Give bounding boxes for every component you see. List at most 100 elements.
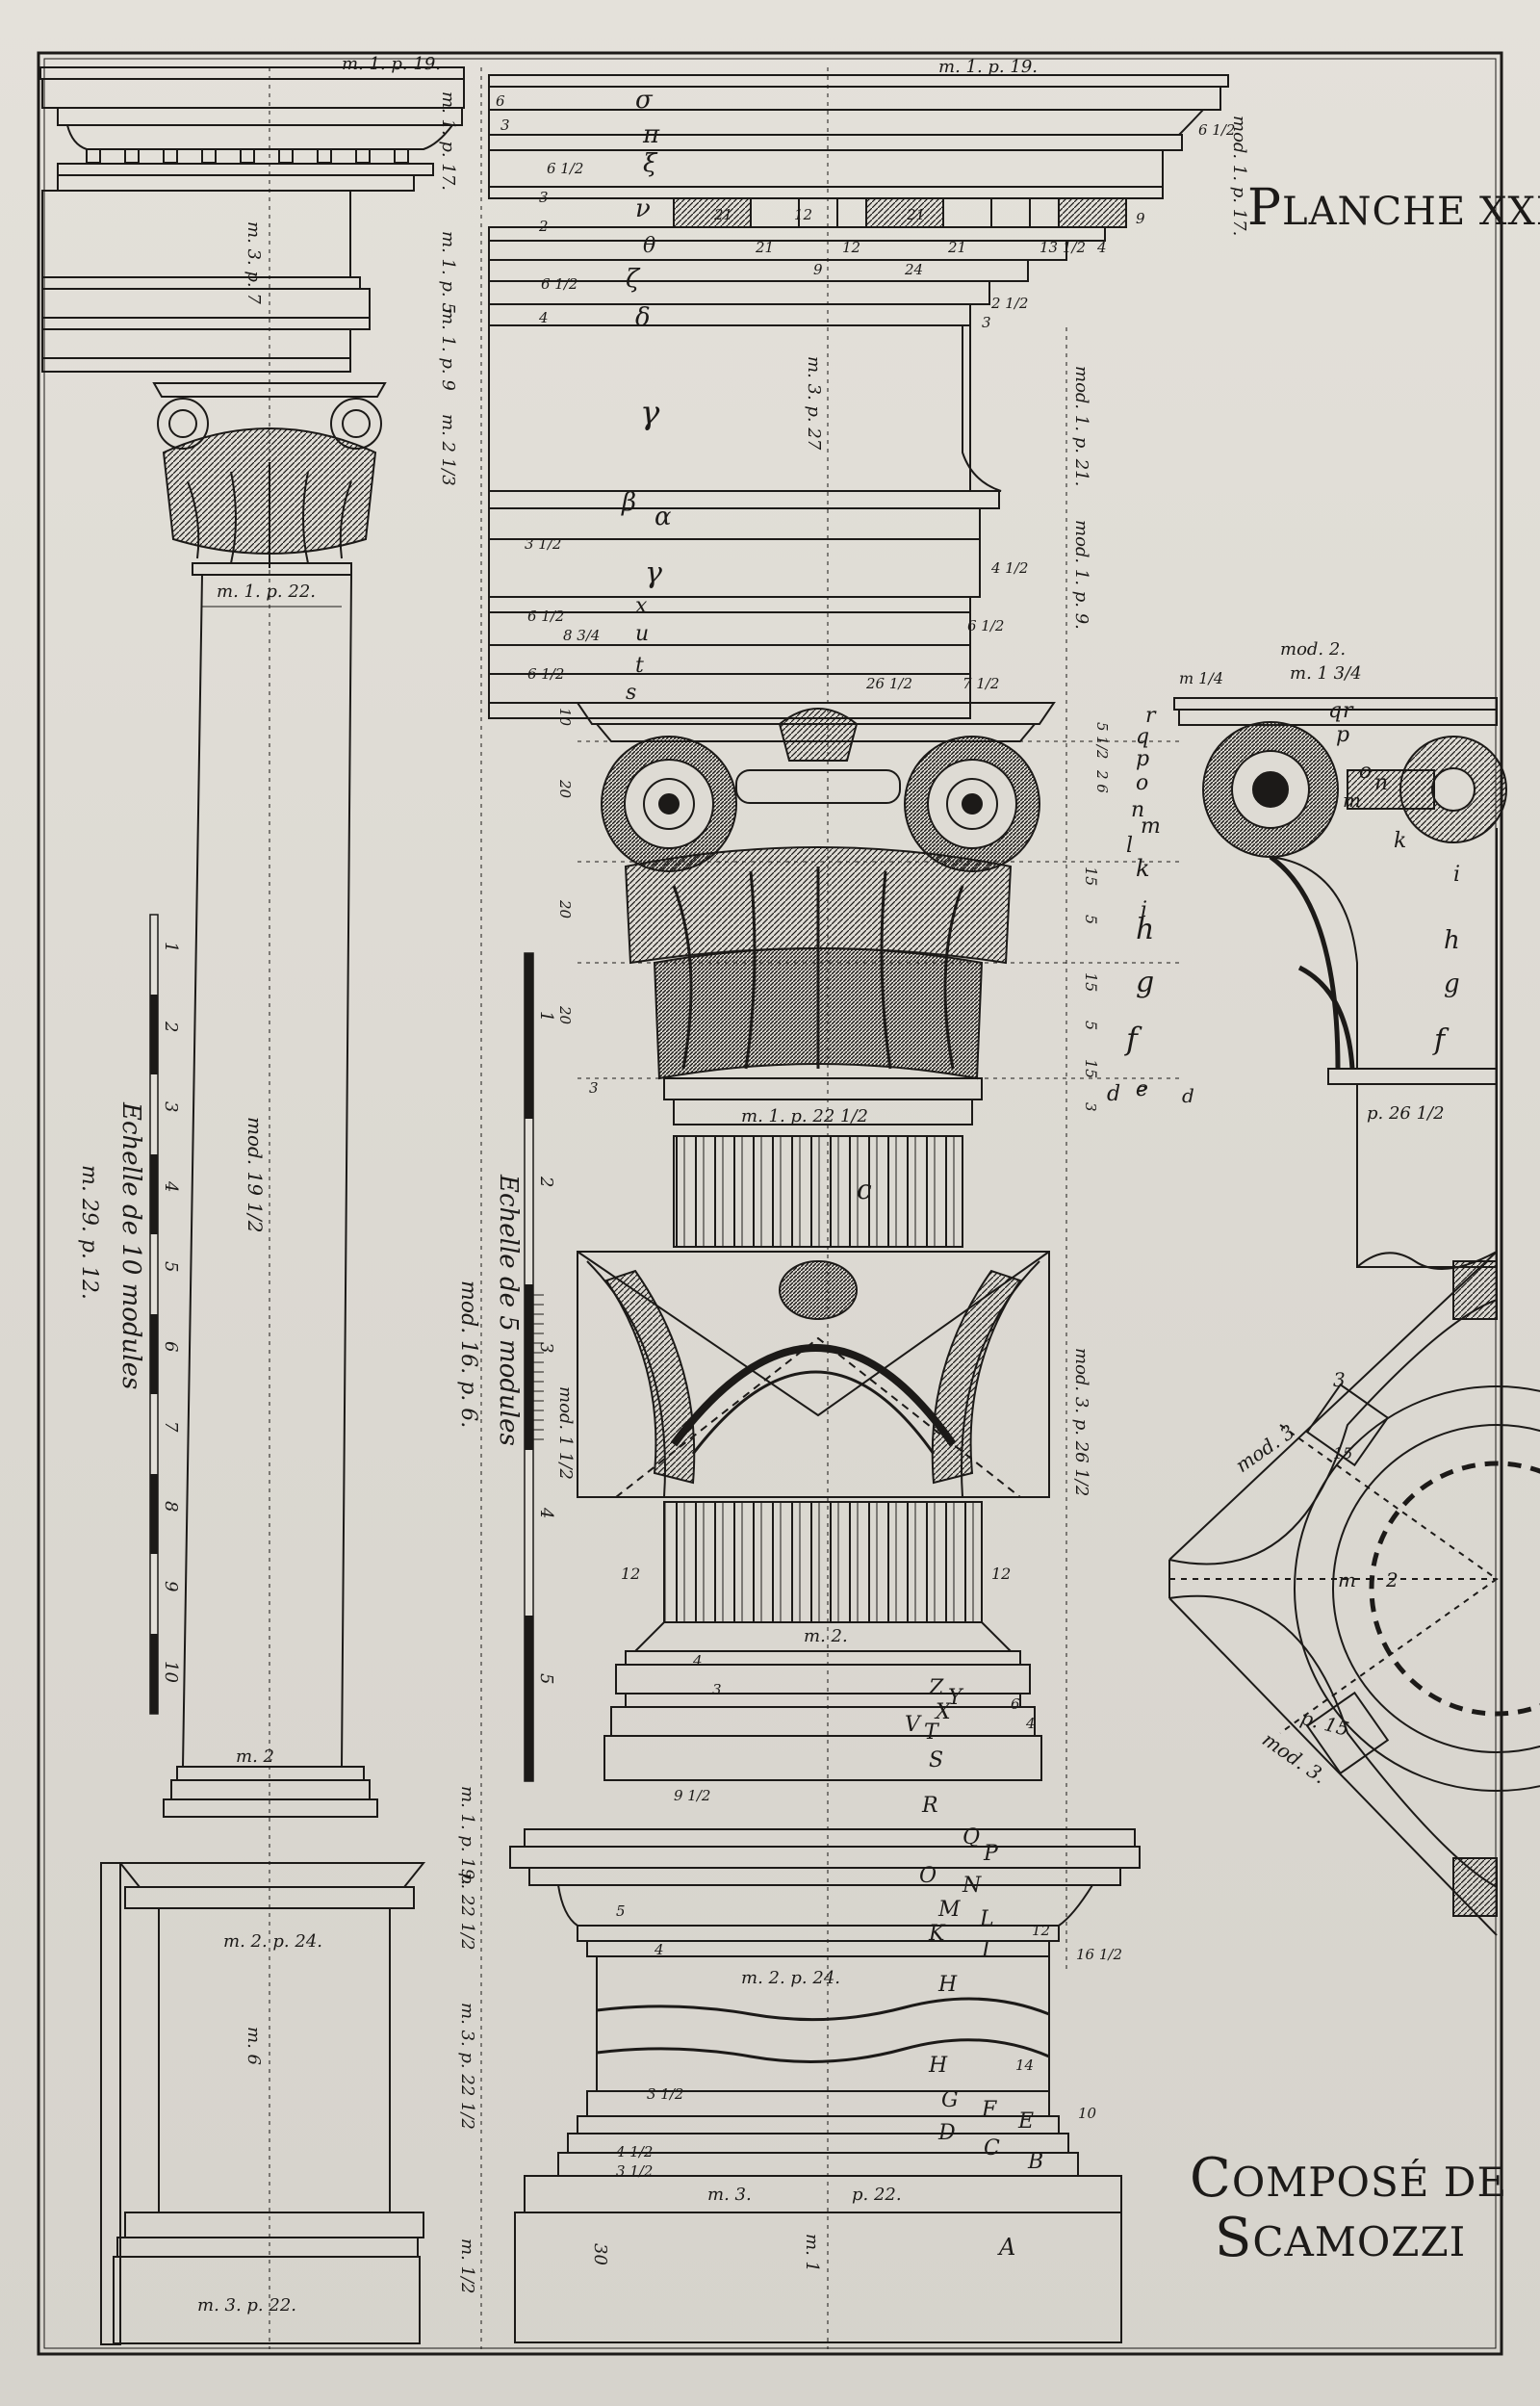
base-letter: H	[928, 2054, 948, 2078]
left-column-elevation	[39, 66, 465, 2345]
dim-label: m. 2. p. 24.	[223, 1931, 322, 1952]
dentil-measure: 21	[755, 239, 774, 256]
measure-left: 8 3/4	[563, 627, 600, 644]
dim-label: m. 1. p. 19.	[938, 57, 1038, 77]
measure-right: 5 1/2	[1093, 722, 1111, 759]
dim-label: m. 3. p. 22.	[197, 2295, 296, 2315]
measure-right: 2 1/2	[990, 295, 1028, 312]
dim-label: mod. 1. p. 9.	[1071, 520, 1091, 630]
base-letter: K	[928, 1922, 946, 1946]
plan-label: mod. 3.	[1258, 1727, 1331, 1788]
capital-letter: m	[1141, 815, 1161, 839]
base-letter: E	[1017, 2109, 1034, 2134]
base-letter: O	[919, 1864, 937, 1888]
left-scale-tick: 2	[161, 1021, 181, 1032]
measure-right: 2 6	[1093, 769, 1111, 793]
center-scale-title: Echelle de 5 modules	[494, 1174, 523, 1446]
astragal-flutes	[673, 1135, 963, 1248]
left-scale-caption: m. 29. p. 12.	[77, 1165, 101, 1300]
guide-lines	[269, 67, 1184, 2349]
plate-title: PLANCHE XXIV	[1247, 179, 1540, 237]
measure-right: 26 1/2	[865, 675, 912, 692]
architrave-letter: t	[635, 654, 644, 678]
left-scale-tick: 9	[161, 1581, 181, 1591]
architrave-letter: u	[635, 622, 649, 646]
dentil-measure: 9	[813, 261, 823, 278]
capital-letter: c	[857, 1174, 872, 1205]
side-plan-view	[1168, 1251, 1540, 1936]
frieze-letter: γ	[640, 394, 660, 432]
measure-left: 6 1/2	[527, 608, 564, 625]
measure-left: 6 1/2	[547, 160, 583, 177]
plan-label: 15	[1333, 1444, 1352, 1462]
measure-left: 6 1/2	[527, 665, 564, 683]
dim-label: mod. 19 1/2	[244, 1117, 267, 1233]
architrave-letter: β	[621, 488, 636, 517]
dim-label: m. 2 1/3	[438, 414, 458, 486]
measure-right: 9	[1136, 210, 1145, 227]
base-letter: I	[981, 1938, 991, 1962]
measure-right: 14	[1015, 2057, 1034, 2074]
dim-label: p. 22 1/2	[457, 1873, 477, 1951]
dim-label: m. 1. p. 17.	[438, 91, 458, 191]
base-letter: B	[1027, 2150, 1043, 2174]
capital-letter: h	[1136, 913, 1154, 946]
side-letter: r	[1343, 699, 1354, 723]
dentil-measure: 12	[842, 239, 860, 256]
plan-label: m	[1338, 1568, 1356, 1591]
measure-left: 3	[712, 1681, 722, 1698]
side-letter: o	[1359, 760, 1372, 784]
architrave-letter: α	[654, 503, 672, 531]
base-letter: G	[941, 2088, 959, 2112]
subtitle-line2-rest: CAMOZZI	[1252, 2218, 1467, 2265]
cornice-letter: π	[642, 120, 660, 149]
measure-left: 5	[616, 1902, 626, 1920]
capital-letter: g	[1136, 966, 1154, 999]
side-letter: n	[1374, 771, 1388, 795]
subtitle-line2-initial: S	[1215, 2207, 1253, 2269]
base-letter: F	[981, 2098, 997, 2122]
base-letter: Y	[948, 1686, 964, 1710]
measure-left: 3 1/2	[616, 2162, 653, 2180]
measure-right: 12	[794, 206, 812, 223]
side-letter: p	[1336, 723, 1349, 747]
capital-letter: p	[1136, 747, 1149, 771]
dim-label: m. 1. p. 5	[438, 231, 458, 314]
dim-label: m. 2.	[804, 1626, 848, 1646]
plate-title-rest: LANCHE XXIV	[1282, 190, 1540, 234]
measure-left: 6	[496, 92, 505, 110]
measure-right: 6 1/2	[1198, 121, 1235, 139]
measure-right: 5	[1082, 915, 1100, 924]
side-letter: f	[1432, 1023, 1450, 1057]
measure-right: 12	[1032, 1922, 1050, 1939]
measure-left: 4 1/2	[615, 2143, 653, 2160]
plate-border	[37, 51, 1503, 2356]
base-letter: C	[984, 2136, 1000, 2160]
dentil-measure: 24	[904, 261, 923, 278]
measure-left: 20	[556, 899, 574, 919]
measure-right: 6 1/2	[967, 617, 1004, 634]
plate-subtitle-line1: COMPOSÉ DE	[1190, 2147, 1507, 2210]
measure-left: 4	[692, 1652, 703, 1669]
cornice-letter: σ	[635, 86, 654, 115]
cornice-letter: θ	[643, 234, 655, 258]
capital-letter: f	[1124, 1021, 1142, 1057]
dim-label: m. 2. p. 24.	[741, 1968, 840, 1988]
measure-right: 7 1/2	[962, 675, 999, 692]
measure-left: 30	[590, 2243, 610, 2265]
cornice-letter: ξ	[643, 149, 658, 178]
measure-left: 3 1/2	[525, 535, 561, 553]
dim-label: p. 26 1/2	[1367, 1103, 1445, 1124]
dim-label: m. 1. p. 22 1/2	[741, 1106, 868, 1126]
measure-left: 9 1/2	[674, 1787, 710, 1804]
measure-left: 12	[621, 1565, 640, 1583]
left-scale-tick: 3	[161, 1101, 181, 1112]
dim-label: mod. 1. p. 21.	[1071, 366, 1091, 486]
measure-left: 3	[539, 189, 549, 206]
side-letter: i	[1453, 863, 1460, 887]
plan-label: 3	[1333, 1368, 1346, 1391]
architrave-letter: x	[635, 594, 648, 618]
dim-label: mod. 1. p. 17.	[1229, 116, 1249, 236]
left-scale-tick: 6	[161, 1341, 181, 1352]
plan-label: p. 15	[1298, 1706, 1351, 1741]
